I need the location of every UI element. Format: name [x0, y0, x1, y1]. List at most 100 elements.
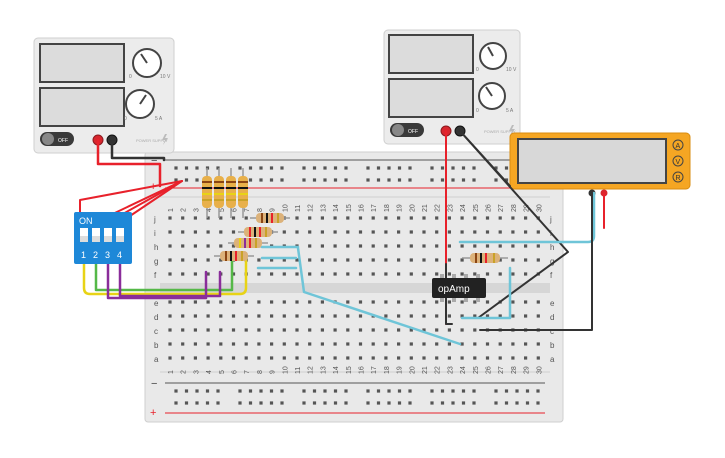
- svg-text:7: 7: [244, 370, 251, 374]
- current-knob[interactable]: [478, 82, 506, 110]
- dip-toggle-2[interactable]: [92, 228, 100, 242]
- svg-text:1: 1: [168, 208, 175, 212]
- vertical-resistor-2[interactable]: [214, 168, 224, 218]
- lightning-icon: [509, 125, 515, 136]
- svg-text:6: 6: [232, 370, 239, 374]
- knob-bottom-min-label: 0: [124, 116, 127, 122]
- vertical-resistor-4[interactable]: [238, 168, 248, 218]
- voltage-knob[interactable]: [132, 48, 162, 78]
- svg-text:18: 18: [384, 366, 391, 374]
- knob-bottom-max-label: 5 A: [155, 116, 163, 122]
- svg-text:c: c: [550, 327, 554, 336]
- svg-text:4: 4: [206, 208, 213, 212]
- svg-text:17: 17: [371, 204, 378, 212]
- resistor-4[interactable]: [214, 251, 254, 261]
- svg-text:j: j: [549, 215, 552, 224]
- multimeter[interactable]: A V R: [509, 132, 691, 197]
- svg-text:22: 22: [435, 204, 442, 212]
- svg-text:9: 9: [270, 208, 277, 212]
- vertical-resistor-3[interactable]: [226, 168, 236, 218]
- wire-yellow: [82, 256, 248, 296]
- svg-text:b: b: [550, 341, 555, 350]
- svg-text:i: i: [154, 229, 156, 238]
- svg-text:14: 14: [333, 366, 340, 374]
- mode-a-button[interactable]: A: [672, 139, 684, 151]
- knob-bottom-max-label: 5 A: [506, 108, 514, 114]
- lightning-icon: [162, 134, 168, 145]
- dip-switch[interactable]: ON 1 2 3 4: [74, 212, 132, 264]
- voltage-knob[interactable]: [479, 42, 507, 70]
- dip-number-4: 4: [117, 250, 122, 260]
- svg-text:11: 11: [295, 367, 302, 374]
- opamp-label: opAmp: [438, 284, 470, 295]
- resistor-3[interactable]: [228, 238, 268, 248]
- breadboard-holes[interactable]: [168, 166, 540, 405]
- svg-text:6: 6: [232, 208, 239, 212]
- resistor-2[interactable]: [238, 227, 278, 237]
- dip-toggle-1[interactable]: [80, 228, 88, 242]
- opamp-chip[interactable]: opAmp: [432, 274, 486, 302]
- wire-red-psu-left: [96, 138, 162, 188]
- svg-text:23: 23: [447, 366, 454, 374]
- svg-text:7: 7: [244, 208, 251, 212]
- multimeter-display: [517, 138, 667, 184]
- off-switch[interactable]: OFF: [40, 132, 74, 146]
- resistor-feedback[interactable]: [462, 253, 508, 263]
- svg-text:20: 20: [409, 204, 416, 212]
- wire-purple-2: [118, 260, 222, 298]
- svg-text:9: 9: [270, 370, 277, 374]
- power-supply-left[interactable]: 0 10 V 0 5 A OFF POWER SUPPLY: [33, 37, 175, 154]
- svg-text:19: 19: [397, 366, 404, 374]
- svg-text:f: f: [154, 271, 157, 280]
- svg-text:27: 27: [498, 366, 505, 374]
- current-knob[interactable]: [125, 89, 155, 119]
- resistor-array-vertical[interactable]: [202, 168, 248, 218]
- power-supply-right[interactable]: 0 10 V 0 5 A OFF POWER SUPPLY: [383, 29, 521, 145]
- voltage-display: [39, 43, 125, 83]
- row-letters-left: j i h g f e d c b a: [153, 215, 159, 364]
- svg-text:14: 14: [333, 204, 340, 212]
- svg-text:15: 15: [346, 366, 353, 374]
- svg-text:18: 18: [384, 204, 391, 212]
- svg-text:17: 17: [371, 366, 378, 374]
- vertical-resistor-1[interactable]: [202, 168, 212, 218]
- svg-text:g: g: [550, 257, 554, 266]
- svg-text:A: A: [676, 143, 681, 150]
- svg-text:b: b: [154, 341, 159, 350]
- breadboard[interactable]: − + − + j i h g f e d c b a j i h g f e …: [144, 151, 564, 423]
- svg-text:OFF: OFF: [408, 129, 418, 135]
- svg-text:25: 25: [473, 204, 480, 212]
- dip-toggle-4[interactable]: [116, 228, 124, 242]
- svg-text:21: 21: [422, 204, 429, 212]
- svg-text:g: g: [154, 257, 158, 266]
- svg-text:28: 28: [511, 204, 518, 212]
- svg-text:j: j: [153, 215, 156, 224]
- svg-text:h: h: [550, 243, 554, 252]
- svg-text:3: 3: [193, 370, 200, 374]
- off-switch[interactable]: OFF: [390, 123, 424, 137]
- svg-text:a: a: [550, 355, 555, 364]
- wire-red-dip-4: [123, 180, 183, 221]
- svg-text:e: e: [550, 299, 555, 308]
- svg-text:d: d: [154, 313, 158, 322]
- mode-v-button[interactable]: V: [672, 155, 684, 167]
- svg-text:d: d: [550, 313, 554, 322]
- dip-toggle-3[interactable]: [104, 228, 112, 242]
- svg-text:11: 11: [295, 205, 302, 212]
- svg-text:16: 16: [359, 366, 366, 374]
- resistors-horizontal[interactable]: [214, 213, 508, 263]
- resistor-1[interactable]: [250, 213, 290, 223]
- svg-text:13: 13: [320, 204, 327, 212]
- mode-r-button[interactable]: R: [672, 171, 684, 183]
- dip-on-label: ON: [79, 216, 93, 226]
- svg-text:15: 15: [346, 204, 353, 212]
- svg-text:24: 24: [460, 366, 467, 374]
- wire-black-psu-right-2: [459, 130, 569, 319]
- svg-text:25: 25: [473, 366, 480, 374]
- svg-text:20: 20: [409, 366, 416, 374]
- rail-minus-label-top: −: [151, 155, 157, 167]
- svg-text:27: 27: [498, 204, 505, 212]
- svg-text:12: 12: [308, 204, 315, 212]
- svg-text:30: 30: [536, 204, 543, 212]
